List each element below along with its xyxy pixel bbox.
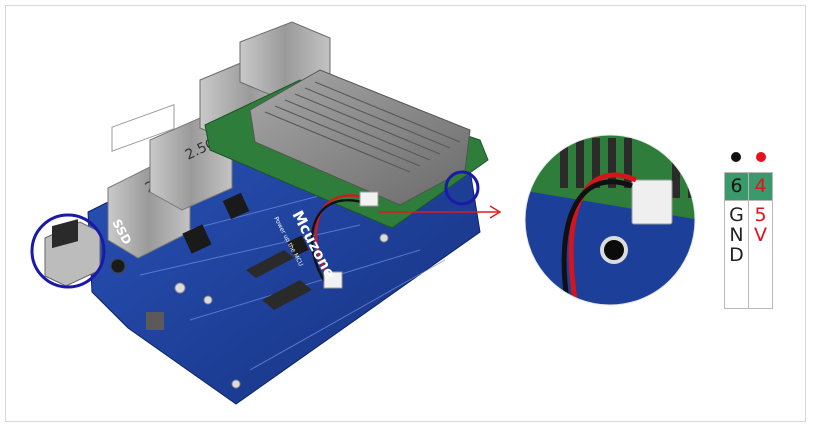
capacitor [110, 258, 126, 274]
pin-label-5v: 5 V [748, 200, 773, 309]
chip-1 [182, 224, 212, 254]
fan-connector-bottom [323, 271, 343, 289]
zoom-connector [631, 179, 673, 225]
zoom-detail [525, 135, 695, 305]
screw-hole-2 [203, 295, 213, 305]
fan-connector-top [359, 191, 379, 207]
screw-hole-3 [379, 233, 389, 243]
pin-dot-5v [756, 152, 766, 162]
m2-slot [262, 280, 312, 310]
zoom-cable-black [561, 179, 633, 301]
chip-3 [287, 235, 309, 257]
pin-label-gnd: G N D [724, 200, 749, 309]
chip-2 [222, 192, 250, 220]
heatsink [249, 69, 471, 206]
callout-arrow-head [489, 205, 502, 219]
inductor [146, 312, 164, 330]
m2-slot-2 [246, 250, 294, 278]
screw-hole-4 [231, 379, 241, 389]
pin-number-4: 4 [748, 172, 773, 201]
highlight-ring-power-jack [30, 213, 106, 289]
pin-number-6: 6 [724, 172, 749, 201]
fan-cable-black [310, 199, 369, 285]
pin-dot-gnd [731, 152, 741, 162]
fan-pinout-table: 6 4 G N D 5 V [724, 172, 773, 309]
zoom-mount-hole [600, 236, 628, 264]
highlight-ring-fan-header [444, 170, 480, 206]
screw-hole-1 [174, 282, 186, 294]
